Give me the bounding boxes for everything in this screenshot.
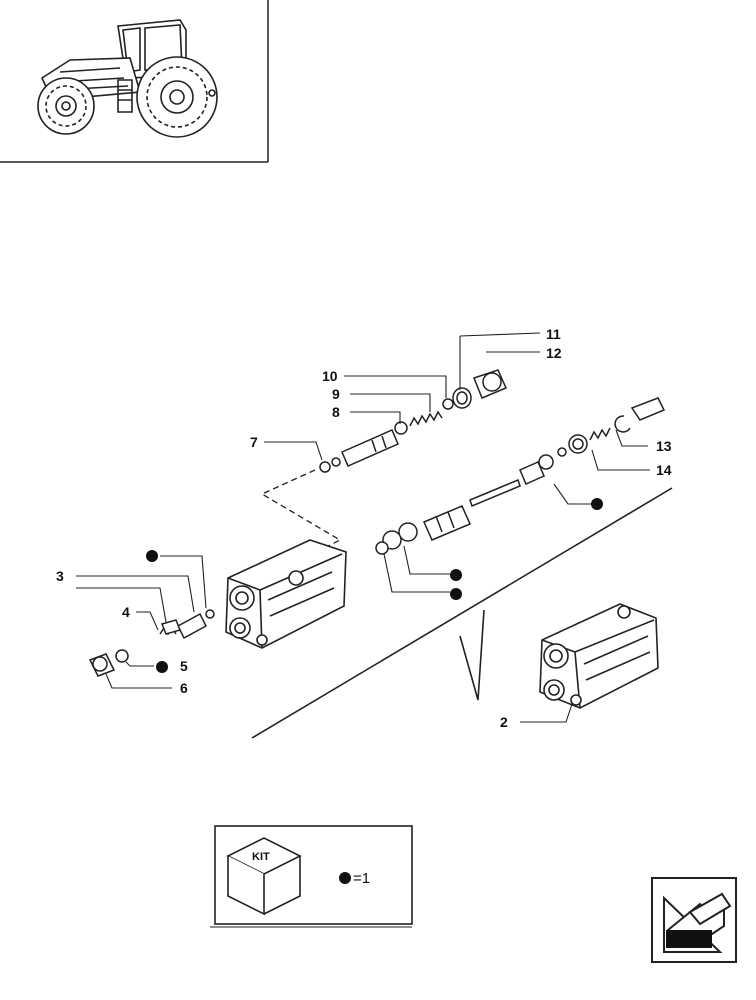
kit-dot [591, 498, 603, 510]
kit-legend-box [214, 825, 413, 925]
callout-12: 12 [546, 345, 562, 361]
callout-8: 8 [332, 404, 340, 420]
callout-11: 11 [546, 326, 561, 342]
kit-dot [450, 588, 462, 600]
kit-dot [146, 550, 158, 562]
tractor-thumbnail [0, 0, 269, 163]
kit-markers [146, 498, 603, 673]
callout-5: 5 [180, 658, 188, 674]
callout-4: 4 [122, 604, 130, 620]
callout-3: 3 [56, 568, 64, 584]
callout-2: 2 [500, 714, 508, 730]
kit-cube-icon [226, 837, 302, 916]
nav-arrow-button[interactable] [651, 877, 737, 963]
callout-7: 7 [250, 434, 258, 450]
callout-6: 6 [180, 680, 188, 696]
tractor-icon [37, 19, 218, 138]
assembly-panel-outline [251, 487, 673, 739]
valve-housing [225, 539, 347, 649]
dashed-connector [260, 469, 342, 569]
kit-dot [156, 661, 168, 673]
kit-legend-dot [339, 872, 351, 884]
callout-10: 10 [322, 368, 338, 384]
kit-legend: KIT =1 [210, 825, 413, 928]
kit-label: KIT [252, 851, 270, 863]
valve-body-item-2 [539, 603, 659, 709]
callout-9: 9 [332, 386, 340, 402]
kit-legend-equation: =1 [353, 870, 370, 887]
callouts: 11 12 10 9 8 7 13 14 3 4 5 6 2 [56, 326, 672, 730]
leader-lines [76, 332, 650, 723]
callout-13: 13 [656, 438, 672, 454]
kit-dot [450, 569, 462, 581]
callout-14: 14 [656, 462, 672, 478]
arrow-icon [663, 892, 732, 953]
spool-parts [88, 369, 666, 677]
